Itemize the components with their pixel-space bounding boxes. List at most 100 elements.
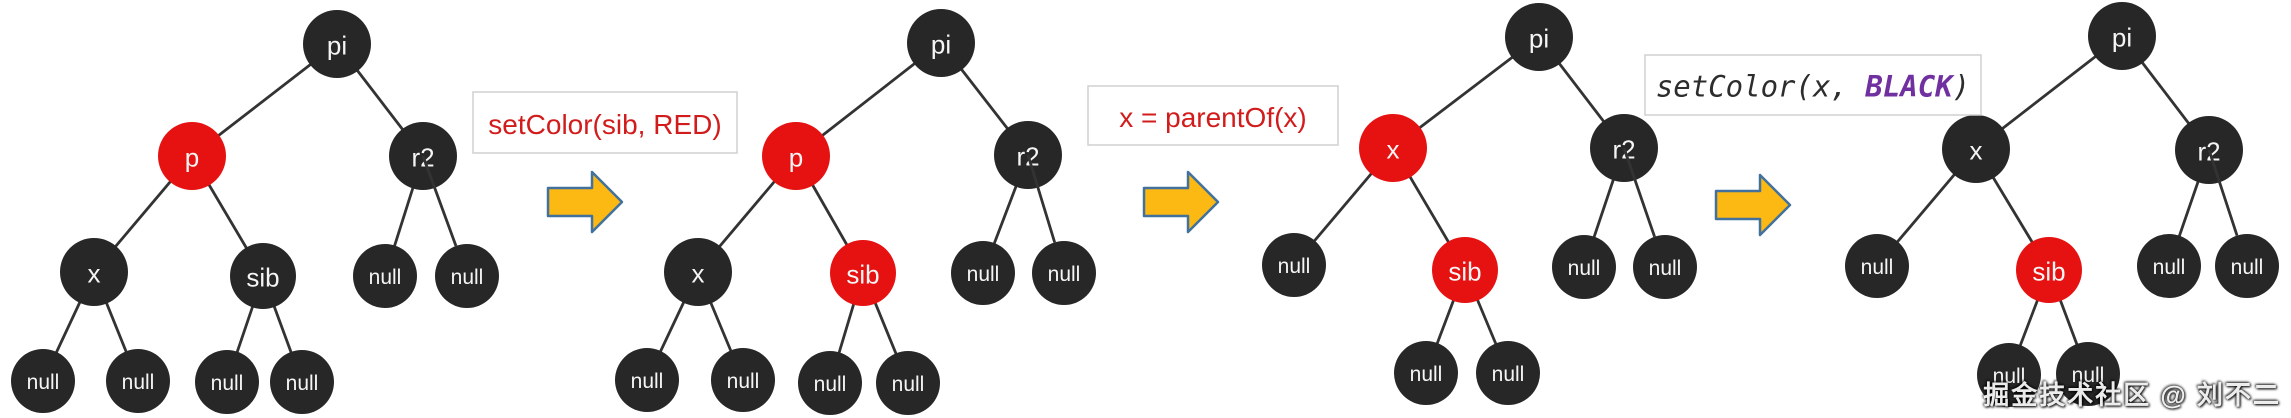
node-label-null-r2-r: null [1048, 263, 1081, 286]
tree-1-node-null-x-l: null [11, 349, 75, 413]
arrow-step-1-right-arrow-icon [546, 170, 624, 234]
node-label-null-r2-r: null [2231, 256, 2264, 279]
black-node-circle [798, 351, 862, 415]
black-node-circle [1505, 3, 1573, 71]
tree-2-node-null-sib-l: null [798, 351, 862, 415]
tree-3-node-pi: pi [1505, 3, 1573, 71]
black-node-circle [1942, 115, 2010, 183]
black-node-circle [1977, 343, 2041, 407]
arrow-step-2-right-arrow-icon [1142, 170, 1220, 234]
tree-3-node-x: x [1359, 114, 1427, 182]
tree-4-node-sib: sib [2016, 237, 2082, 303]
tree-1-node-null-r2-l: null [353, 244, 417, 308]
tree-2-node-null-x-r: null [711, 348, 775, 412]
node-label-pi: pi [931, 30, 951, 60]
black-node-circle [2137, 234, 2201, 298]
caption-setcolor-sib-red-box [472, 91, 738, 154]
tree-4-node-null-r2-l: null [2137, 234, 2201, 298]
node-label-null-sib-r: null [1492, 363, 1525, 386]
tree-1-node-pi: pi [303, 10, 371, 78]
caption-setcolor-x-black-box [1644, 54, 1982, 116]
black-node-circle [664, 238, 732, 306]
caption-setcolor-x-black-text: setColor(x, BLACK) [1656, 70, 1970, 104]
red-node-circle [1359, 114, 1427, 182]
node-label-null-r2-l: null [2153, 256, 2186, 279]
black-node-circle [2088, 2, 2156, 70]
black-node-circle [106, 349, 170, 413]
black-node-circle [876, 351, 940, 415]
tree-2-edge-r2-null-r2-r [1026, 154, 1057, 243]
tree-4-node-null-r2-r: null [2215, 234, 2279, 298]
tree-3-node-null-x-l: null [1262, 233, 1326, 297]
black-node-circle [1476, 341, 1540, 405]
tree-2-node-null-x-l: null [615, 348, 679, 412]
black-node-circle [60, 238, 128, 306]
black-node-circle [951, 241, 1015, 305]
red-node-circle [158, 122, 226, 190]
node-label-x: x [1387, 135, 1400, 165]
tree-3-node-null-sib-r: null [1476, 341, 1540, 405]
arrow-step-3-right-arrow-icon [1714, 173, 1792, 237]
caption-x-parentof-x-box [1087, 85, 1339, 146]
node-label-null-x-r: null [122, 371, 155, 394]
red-node-circle [2016, 237, 2082, 303]
black-node-circle [353, 244, 417, 308]
black-node-circle [711, 348, 775, 412]
node-label-null-sib-l: null [1410, 363, 1443, 386]
node-label-null-x-l: null [27, 371, 60, 394]
node-label-null-sib-l: null [211, 372, 244, 395]
tree-2-node-null-r2-l: null [951, 241, 1015, 305]
node-label-x: x [88, 259, 101, 289]
node-label-x: x [692, 259, 705, 289]
node-label-null-x-r: null [727, 370, 760, 393]
node-label-sib: sib [2032, 257, 2065, 287]
node-label-null-r2-l: null [369, 266, 402, 289]
tree-4-node-pi: pi [2088, 2, 2156, 70]
node-label-null-r2-l: null [1568, 257, 1601, 280]
node-label-sib: sib [1448, 257, 1481, 287]
caption-setcolor-sib-red: setColor(sib, RED) [472, 91, 738, 154]
node-label-null-r2-r: null [451, 266, 484, 289]
caption-x-parentof-x-text: x = parentOf(x) [1119, 102, 1307, 133]
black-node-circle [230, 243, 296, 309]
black-node-circle [1394, 341, 1458, 405]
red-node-circle [830, 240, 896, 306]
tree-3-node-null-r2-r: null [1633, 235, 1697, 299]
tree-1-node-null-x-r: null [106, 349, 170, 413]
tree-1-node-x: x [60, 238, 128, 306]
node-label-null-r2-l: null [967, 263, 1000, 286]
tree-2-node-null-sib-r: null [876, 351, 940, 415]
tree-2-node-pi: pi [907, 9, 975, 77]
node-label-pi: pi [327, 31, 347, 61]
node-label-null-r2-r: null [1649, 257, 1682, 280]
node-label-p: p [185, 143, 199, 173]
tree-2-node-x: x [664, 238, 732, 306]
node-label-x: x [1970, 136, 1983, 166]
node-label-p: p [789, 143, 803, 173]
black-node-circle [2215, 234, 2279, 298]
tree-1-edge-r2-null-r2-r [421, 155, 458, 247]
red-node-circle [762, 122, 830, 190]
tree-1-node-null-r2-r: null [435, 244, 499, 308]
tree-3-node-null-sib-l: null [1394, 341, 1458, 405]
black-node-circle [435, 244, 499, 308]
black-node-circle [907, 9, 975, 77]
black-node-circle [1552, 235, 1616, 299]
caption-setcolor-sib-red-text: setColor(sib, RED) [488, 109, 721, 140]
node-label-null-sib-l: null [1993, 365, 2026, 388]
node-label-pi: pi [2112, 23, 2132, 53]
tree-4-edge-r2-null-r2-r [2207, 149, 2239, 237]
node-label-null-sib-r: null [2072, 364, 2105, 387]
node-label-null-sib-r: null [892, 373, 925, 396]
black-node-circle [195, 350, 259, 414]
watermark: 掘金技术社区 @ 刘不二 [1983, 380, 2281, 410]
tree-2-node-sib: sib [830, 240, 896, 306]
tree-1-node-null-sib-l: null [195, 350, 259, 414]
caption-setcolor-x-black: setColor(x, BLACK) [1644, 54, 1982, 116]
red-node-circle [1432, 237, 1498, 303]
black-node-circle [11, 349, 75, 413]
black-node-circle [1032, 241, 1096, 305]
